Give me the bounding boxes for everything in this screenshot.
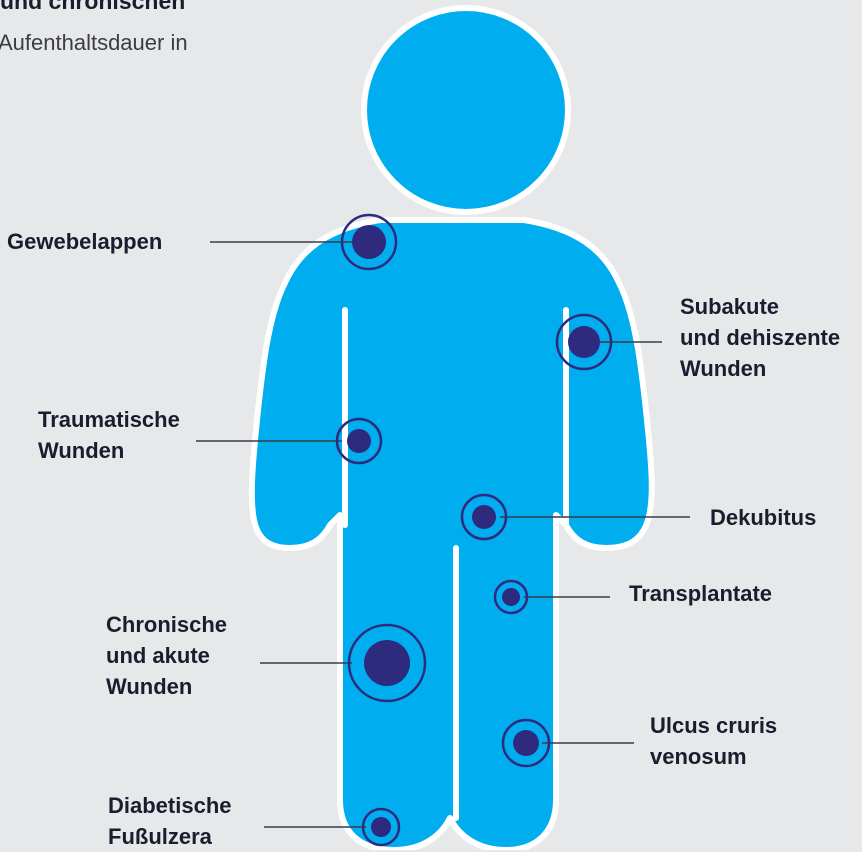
label-line: Transplantate [629,578,772,609]
label-line: Subakute [680,291,840,322]
label-dekubitus: Dekubitus [710,502,816,533]
label-line: Gewebelappen [7,226,162,257]
label-traumatische: Traumatische Wunden [38,404,180,466]
figure-head [364,8,568,212]
label-line: Wunden [38,435,180,466]
label-line: Traumatische [38,404,180,435]
label-transplantate: Transplantate [629,578,772,609]
label-line: Fußulzera [108,821,232,852]
label-line: Chronische [106,609,227,640]
label-line: und dehiszente [680,322,840,353]
label-line: Dekubitus [710,502,816,533]
label-gewebelappen: Gewebelappen [7,226,162,257]
label-line: und akute [106,640,227,671]
label-line: Wunden [106,671,227,702]
label-chronische: Chronische und akute Wunden [106,609,227,702]
label-diabetische: Diabetische Fußulzera [108,790,232,852]
label-subakute: Subakute und dehiszente Wunden [680,291,840,384]
label-line: venosum [650,741,777,772]
figure-body [252,220,652,850]
label-line: Wunden [680,353,840,384]
label-ulcus: Ulcus cruris venosum [650,710,777,772]
label-line: Ulcus cruris [650,710,777,741]
label-line: Diabetische [108,790,232,821]
